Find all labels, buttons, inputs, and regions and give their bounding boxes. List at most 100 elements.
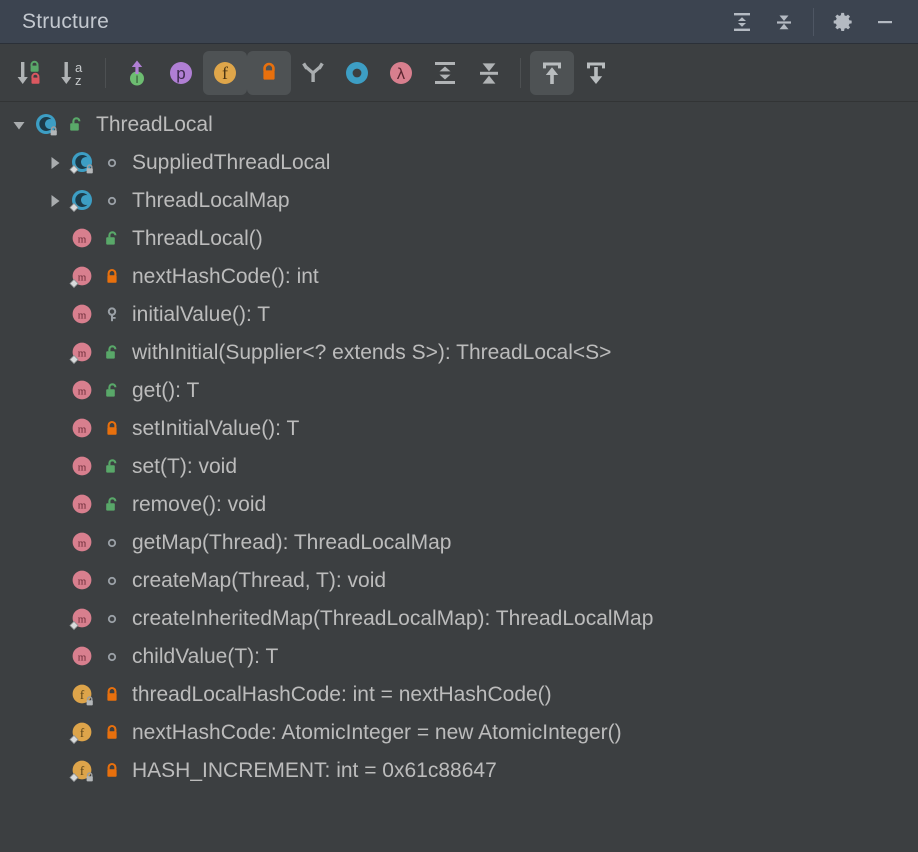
minimize-glyph	[878, 20, 892, 23]
gear-glyph	[833, 12, 852, 31]
tree-row-label: createMap(Thread, T): void	[132, 569, 387, 592]
public-access-icon	[98, 448, 126, 486]
twisty-placeholder	[42, 486, 68, 524]
method-icon: m	[68, 258, 98, 296]
package-local-icon	[107, 196, 117, 206]
titlebar-separator	[813, 7, 814, 36]
field-icon: f	[68, 752, 98, 790]
expand-all-icon[interactable]	[721, 1, 763, 43]
expand-all-toolbar-icon	[435, 61, 455, 84]
tree-row[interactable]: ThreadLocal	[0, 106, 918, 144]
private-access-icon	[98, 258, 126, 296]
tree-row-label: childValue(T): T	[132, 645, 279, 668]
svg-text:f: f	[80, 687, 85, 702]
show-fields-button[interactable]: f	[203, 50, 247, 95]
tree-row-label: createInheritedMap(ThreadLocalMap): Thre…	[132, 607, 654, 630]
tree-row[interactable]: m ThreadLocal()	[0, 220, 918, 258]
public-unlocked-icon	[106, 383, 117, 397]
twisty-placeholder	[42, 638, 68, 676]
show-properties-button[interactable]: p	[159, 51, 203, 95]
svg-text:p: p	[176, 64, 185, 83]
show-non-public-button[interactable]	[247, 50, 291, 95]
method-icon: m	[68, 410, 98, 448]
tree-row-label: HASH_INCREMENT: int = 0x61c88647	[132, 759, 497, 782]
tree-row[interactable]: m remove(): void	[0, 486, 918, 524]
hide-icon[interactable]	[864, 1, 906, 43]
twisty-placeholder	[42, 714, 68, 752]
public-access-icon	[62, 106, 90, 144]
package-access-icon	[98, 144, 126, 182]
tree-row-label: nextHashCode: AtomicInteger = new Atomic…	[132, 721, 622, 744]
private-access-icon	[98, 410, 126, 448]
twisty-placeholder	[42, 410, 68, 448]
sort-by-visibility-button[interactable]	[8, 51, 52, 95]
package-access-icon	[98, 562, 126, 600]
tree-row[interactable]: m createInheritedMap(ThreadLocalMap): Thr…	[0, 600, 918, 638]
package-local-icon	[107, 614, 117, 624]
tree-row-label: ThreadLocal	[96, 113, 213, 136]
sort-by-visibility-icon	[17, 60, 40, 84]
tree-row[interactable]: f HASH_INCREMENT: int = 0x61c88647	[0, 752, 918, 790]
package-access-icon	[98, 600, 126, 638]
method-icon: m	[68, 448, 98, 486]
method-icon: m	[68, 372, 98, 410]
sort-alphabetically-button[interactable]: a z	[52, 51, 96, 95]
settings-gear-icon[interactable]	[822, 1, 864, 43]
show-inherited-button[interactable]: I	[115, 51, 159, 95]
show-lambdas-icon: λ	[390, 61, 412, 84]
toolbar-separator-1	[105, 57, 106, 88]
collapse-all-button[interactable]	[467, 51, 511, 95]
svg-text:z: z	[75, 73, 82, 88]
twisty-placeholder	[42, 562, 68, 600]
method-icon: m	[68, 334, 98, 372]
twisty-toggle[interactable]	[42, 182, 68, 220]
show-anonymous-classes-button[interactable]	[335, 51, 379, 95]
protected-key-icon	[107, 307, 117, 322]
public-unlocked-icon	[70, 117, 81, 131]
svg-text:m: m	[78, 614, 87, 626]
collapse-all-icon[interactable]	[763, 1, 805, 43]
show-fields-icon: f	[214, 61, 236, 84]
autoscroll-from-source-button[interactable]	[574, 51, 618, 95]
show-properties-icon: p	[170, 61, 192, 84]
svg-text:f: f	[80, 763, 85, 778]
svg-text:m: m	[78, 234, 87, 246]
show-lambdas-button[interactable]: λ	[379, 51, 423, 95]
public-access-icon	[98, 486, 126, 524]
svg-text:m: m	[78, 386, 87, 398]
twisty-toggle[interactable]	[42, 144, 68, 182]
twisty-placeholder	[42, 676, 68, 714]
tree-row-label: remove(): void	[132, 493, 267, 516]
svg-text:λ: λ	[397, 65, 406, 83]
tree-row[interactable]: SuppliedThreadLocal	[0, 144, 918, 182]
svg-text:m: m	[78, 310, 87, 322]
public-unlocked-icon	[106, 497, 117, 511]
tree-row-label: ThreadLocal()	[132, 227, 263, 250]
autoscroll-to-source-button[interactable]	[530, 50, 574, 95]
svg-text:f: f	[222, 63, 228, 83]
group-methods-by-interface-button[interactable]	[291, 51, 335, 95]
tree-row-label: get(): T	[132, 379, 200, 402]
svg-text:m: m	[78, 500, 87, 512]
method-icon: m	[68, 524, 98, 562]
package-local-icon	[107, 538, 117, 548]
twisty-toggle[interactable]	[6, 106, 32, 144]
collapse-all-toolbar-icon	[480, 62, 498, 84]
twisty-placeholder	[42, 600, 68, 638]
expand-all-button[interactable]	[423, 51, 467, 95]
tree-row[interactable]: ThreadLocalMap	[0, 182, 918, 220]
tree-row[interactable]: m get(): T	[0, 372, 918, 410]
sort-alphabetically-icon: a z	[61, 60, 83, 88]
package-access-icon	[98, 524, 126, 562]
